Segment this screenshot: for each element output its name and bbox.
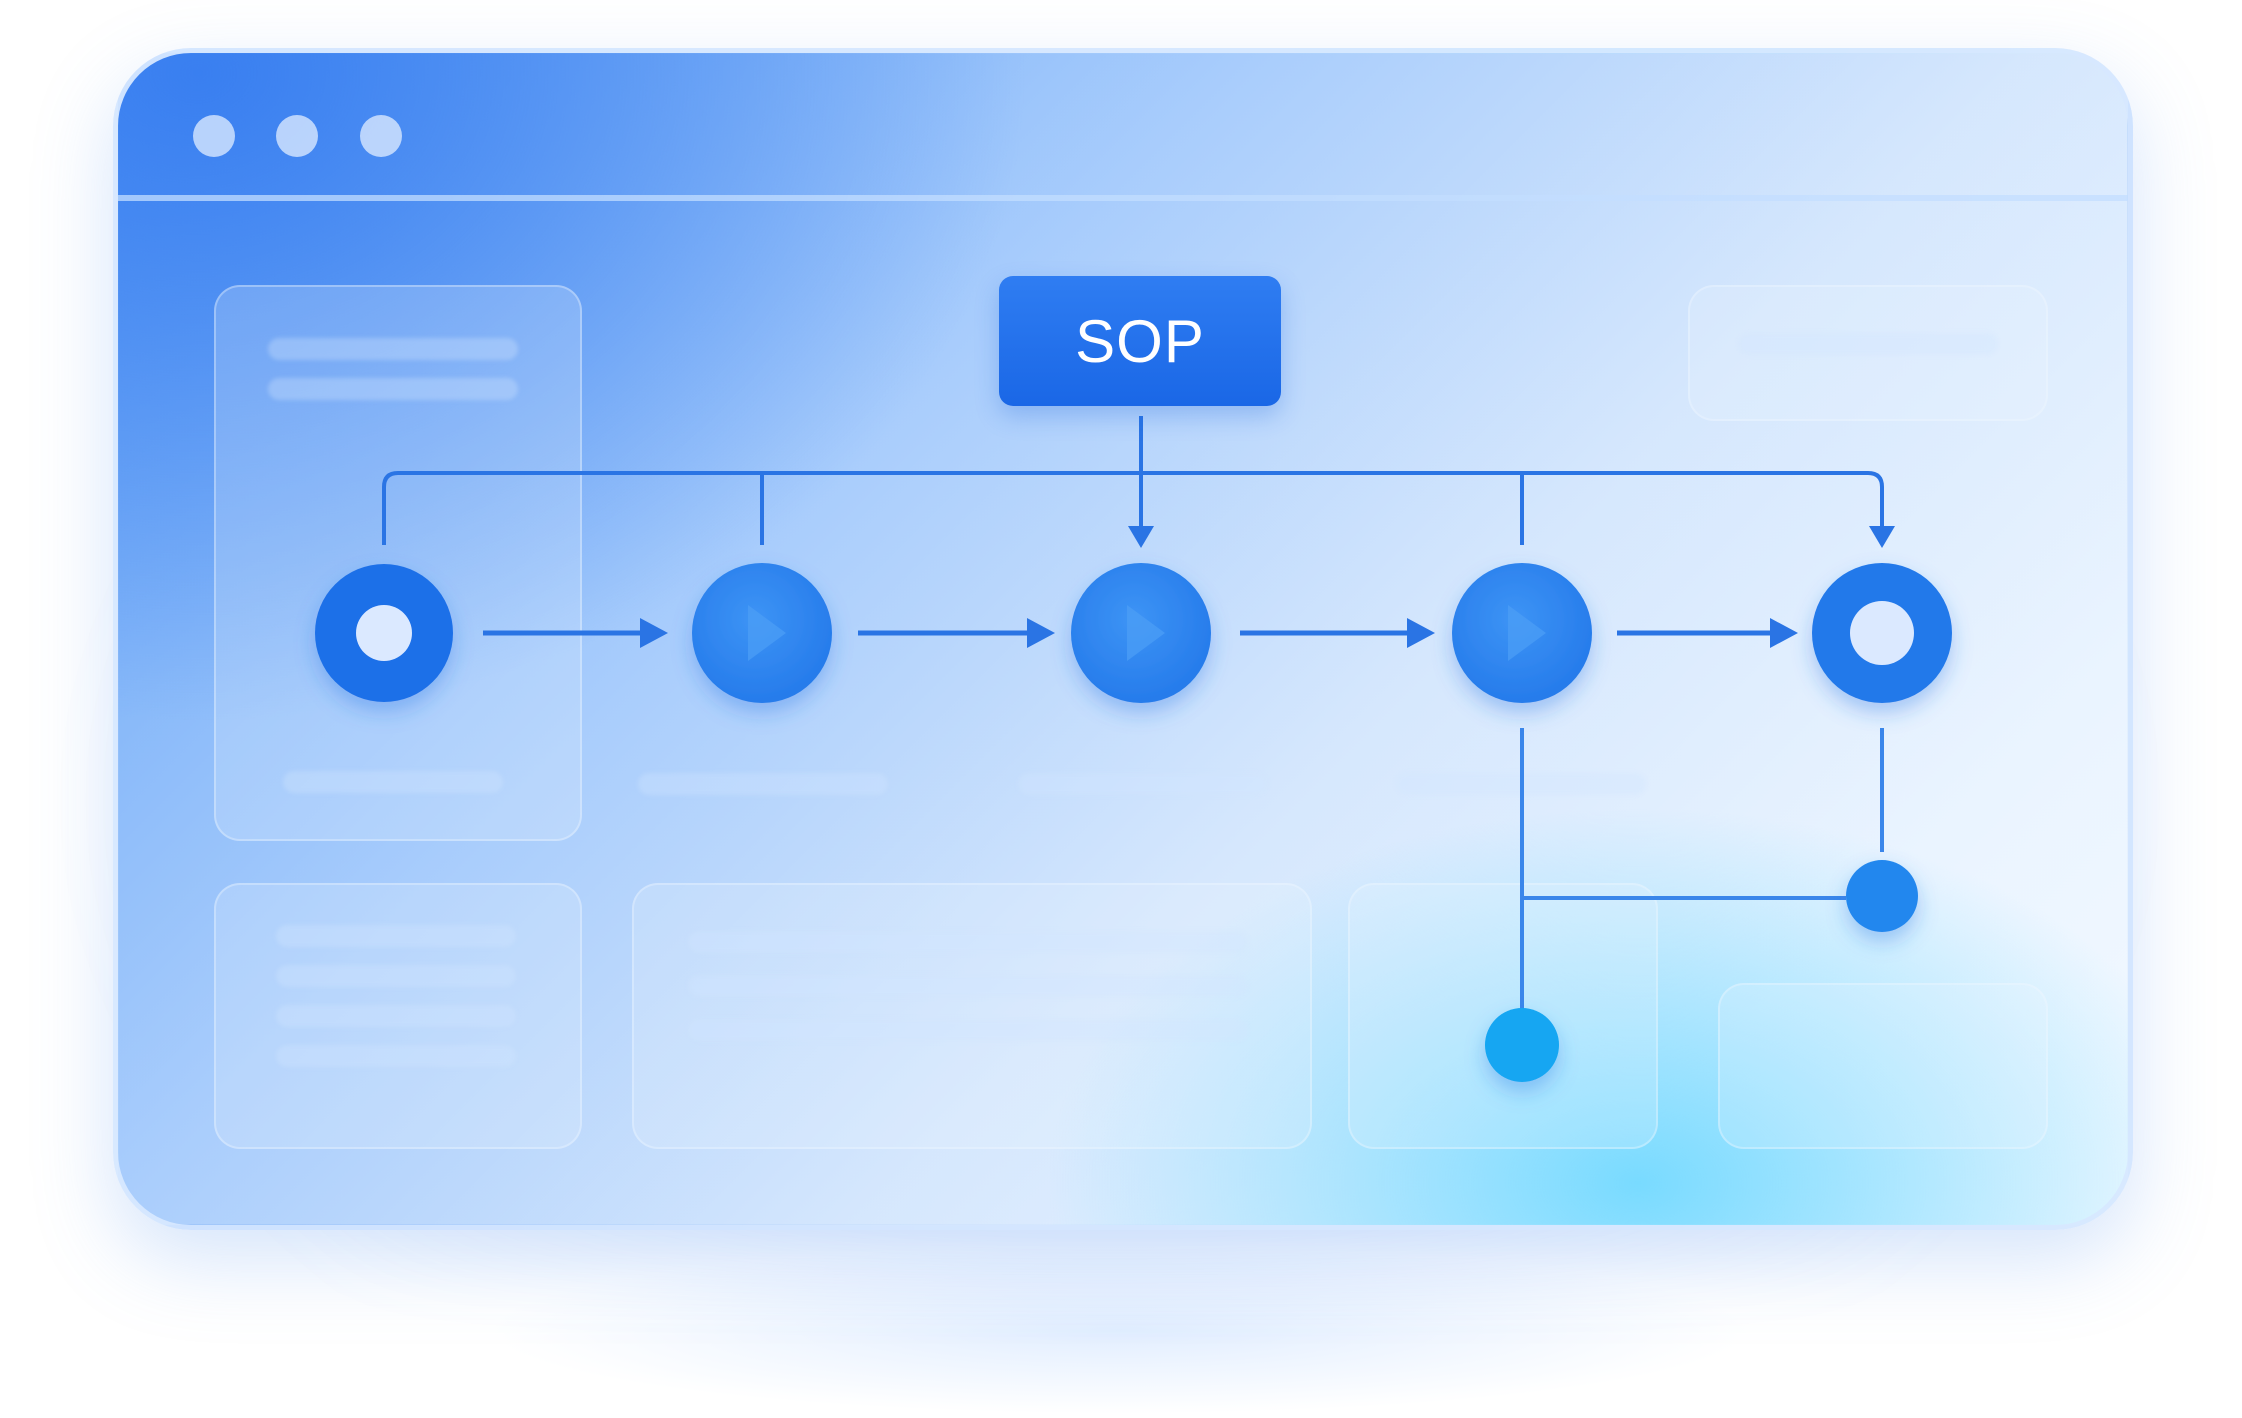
node-branch-right [1846, 860, 1918, 932]
connector-lines [382, 416, 1884, 545]
ghost-line [688, 1019, 1248, 1041]
ghost-line [276, 1045, 516, 1067]
play-icon [1508, 605, 1546, 661]
play-icon [1127, 605, 1165, 661]
sop-root-node: SOP [999, 276, 1281, 406]
ghost-panel-left-bottom [214, 883, 582, 1149]
play-icon [748, 605, 786, 661]
bus-line [382, 471, 1884, 545]
ghost-panel-center-bottom [632, 883, 1312, 1149]
ghost-line [276, 965, 516, 987]
ghost-line [688, 975, 1248, 997]
ghost-line [283, 771, 503, 793]
step-arrowheads [640, 618, 1798, 648]
branch-lines [1520, 728, 1884, 1010]
arrowhead-end-down [1869, 526, 1895, 548]
ghost-panel-far-right-bottom [1718, 983, 2048, 1149]
ghost-line [268, 338, 518, 360]
node-step-3 [1071, 563, 1211, 703]
window-dot-3 [360, 115, 402, 157]
ghost-line [268, 378, 518, 400]
node-step-2 [692, 563, 832, 703]
ghost-panel-left-top [214, 285, 582, 841]
ghost-line [1738, 333, 1998, 355]
node-branch-bottom [1485, 1008, 1559, 1082]
node-step-4 [1452, 563, 1592, 703]
ghost-line [688, 931, 1248, 953]
node-start [315, 564, 453, 702]
sop-label: SOP [1075, 307, 1205, 375]
window-dot-1 [193, 115, 235, 157]
ghost-line [638, 773, 888, 795]
node-end [1812, 563, 1952, 703]
ghost-panel-right-top [1688, 285, 2048, 421]
arrowhead-sop-down [1128, 526, 1154, 548]
ghost-line [276, 925, 516, 947]
ghost-line [1018, 773, 1268, 795]
window-dot-2 [276, 115, 318, 157]
window-titlebar [118, 53, 2128, 201]
ghost-line [276, 1005, 516, 1027]
